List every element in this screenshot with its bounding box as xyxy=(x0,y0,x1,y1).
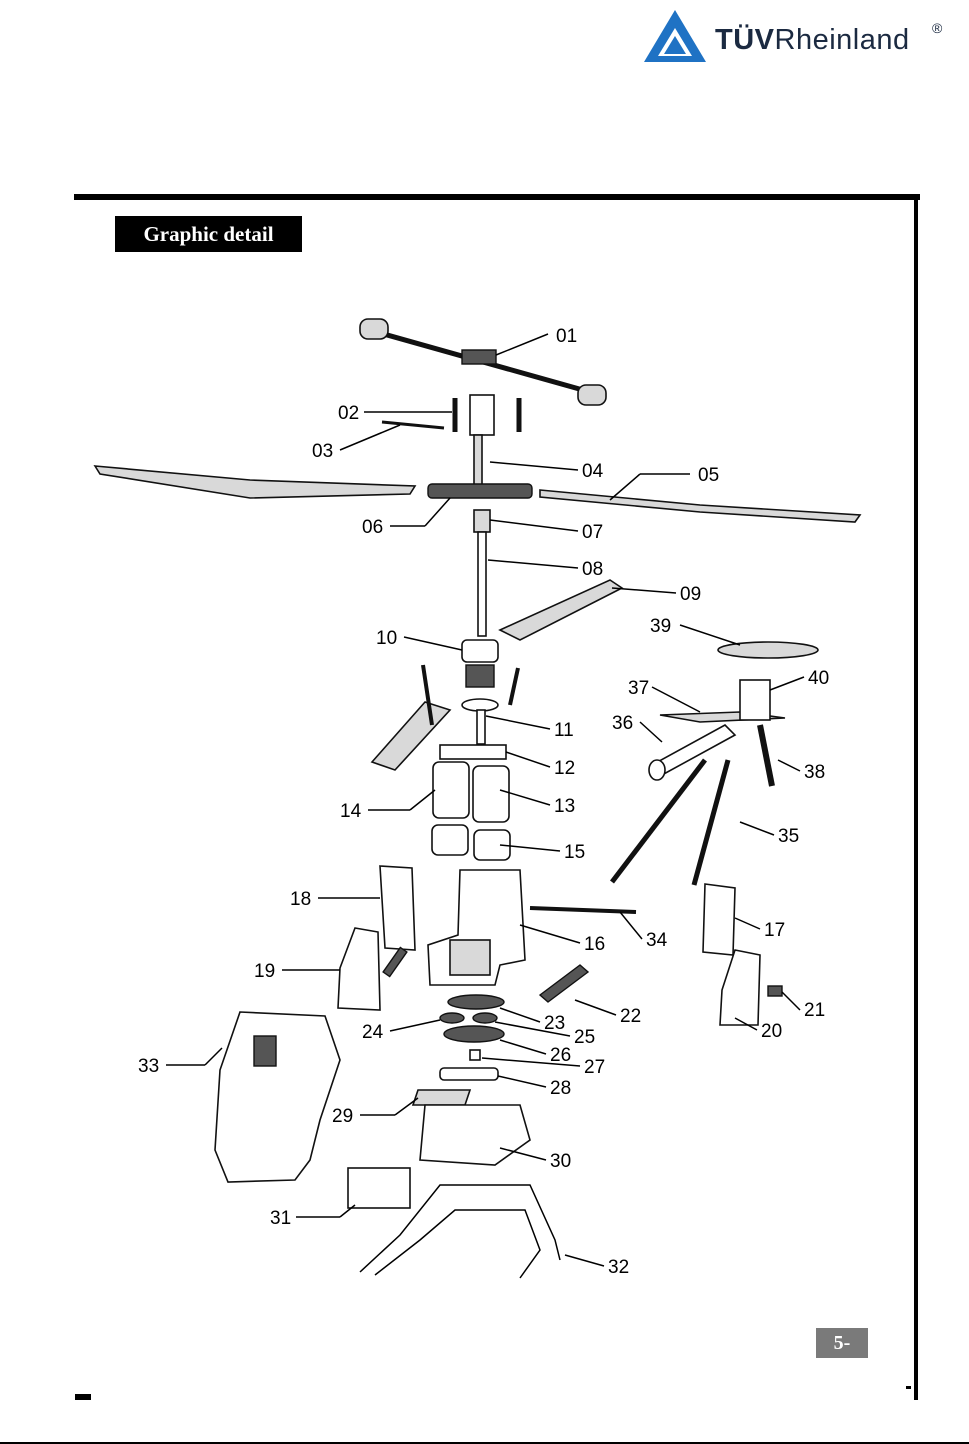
part-battery-tray-30 xyxy=(420,1105,530,1165)
canopy-window xyxy=(254,1036,276,1066)
label-15: 15 xyxy=(564,842,585,863)
part-lower-blade-09 xyxy=(500,580,622,640)
part-pin-03 xyxy=(382,422,444,428)
label-08: 08 xyxy=(582,559,603,580)
label-13: 13 xyxy=(554,796,575,817)
label-30: 30 xyxy=(550,1151,571,1172)
label-35: 35 xyxy=(778,826,799,847)
part-clip xyxy=(383,947,407,976)
label-05: 05 xyxy=(698,465,719,486)
part-main-shaft-08 xyxy=(478,532,486,636)
label-23: 23 xyxy=(544,1013,565,1034)
part-22 xyxy=(540,965,588,1002)
corner-mark-right xyxy=(906,1386,911,1389)
label-21: 21 xyxy=(804,1000,825,1021)
part-blade-grip-06 xyxy=(428,484,532,498)
part-34 xyxy=(530,908,636,912)
part-tail-struts-35 xyxy=(612,760,728,885)
part-blade-left xyxy=(95,466,415,498)
part-main-frame-16 xyxy=(428,870,525,985)
label-25: 25 xyxy=(574,1027,595,1048)
part-gears xyxy=(440,995,504,1060)
label-02: 02 xyxy=(338,403,359,424)
part-29 xyxy=(413,1090,470,1105)
label-16: 16 xyxy=(584,934,605,955)
part-battery-31 xyxy=(348,1168,410,1208)
part-collar-07 xyxy=(474,510,490,532)
label-37: 37 xyxy=(628,678,649,699)
part-board-17 xyxy=(703,884,735,955)
label-32: 32 xyxy=(608,1257,629,1278)
part-motor-gears-15 xyxy=(432,825,510,860)
part-blade-05 xyxy=(540,490,860,522)
label-04: 04 xyxy=(582,461,604,482)
part-lower-blade-left xyxy=(372,702,450,770)
label-22: 22 xyxy=(620,1006,641,1027)
part-21 xyxy=(768,986,782,996)
label-03: 03 xyxy=(312,441,333,462)
label-20: 20 xyxy=(761,1021,782,1042)
page-number: 5- xyxy=(816,1328,868,1358)
part-fin-38 xyxy=(760,725,772,786)
label-24: 24 xyxy=(362,1022,384,1043)
label-06: 06 xyxy=(362,517,383,538)
label-36: 36 xyxy=(612,713,633,734)
label-34: 34 xyxy=(646,930,668,951)
label-26: 26 xyxy=(550,1045,571,1066)
label-40: 40 xyxy=(808,668,829,689)
label-33: 33 xyxy=(138,1056,159,1077)
label-27: 27 xyxy=(584,1057,605,1078)
part-canopy-33 xyxy=(215,1012,340,1182)
label-19: 19 xyxy=(254,961,275,982)
label-10: 10 xyxy=(376,628,397,649)
label-28: 28 xyxy=(550,1078,571,1099)
label-17: 17 xyxy=(764,920,785,941)
label-14: 14 xyxy=(340,801,362,822)
tail-boom-end xyxy=(649,760,665,780)
label-12: 12 xyxy=(554,758,575,779)
part-board-18 xyxy=(380,866,415,950)
label-11: 11 xyxy=(554,720,574,741)
part-motor-plate-12 xyxy=(440,745,506,759)
part-rotor-head xyxy=(470,395,494,487)
label-31: 31 xyxy=(270,1208,291,1229)
part-motors xyxy=(433,762,509,822)
corner-mark-left xyxy=(75,1394,91,1400)
part-tail-rotor-39 xyxy=(718,642,818,658)
label-18: 18 xyxy=(290,889,311,910)
part-board-20 xyxy=(720,950,760,1025)
label-39: 39 xyxy=(650,616,671,637)
label-09: 09 xyxy=(680,584,701,605)
label-29: 29 xyxy=(332,1106,353,1127)
part-tail-motor-40 xyxy=(740,680,770,720)
part-swashplate xyxy=(423,640,518,744)
part-28 xyxy=(440,1068,498,1080)
part-board-19 xyxy=(338,928,380,1010)
label-38: 38 xyxy=(804,762,825,783)
label-07: 07 xyxy=(582,522,603,543)
label-01: 01 xyxy=(556,326,577,347)
